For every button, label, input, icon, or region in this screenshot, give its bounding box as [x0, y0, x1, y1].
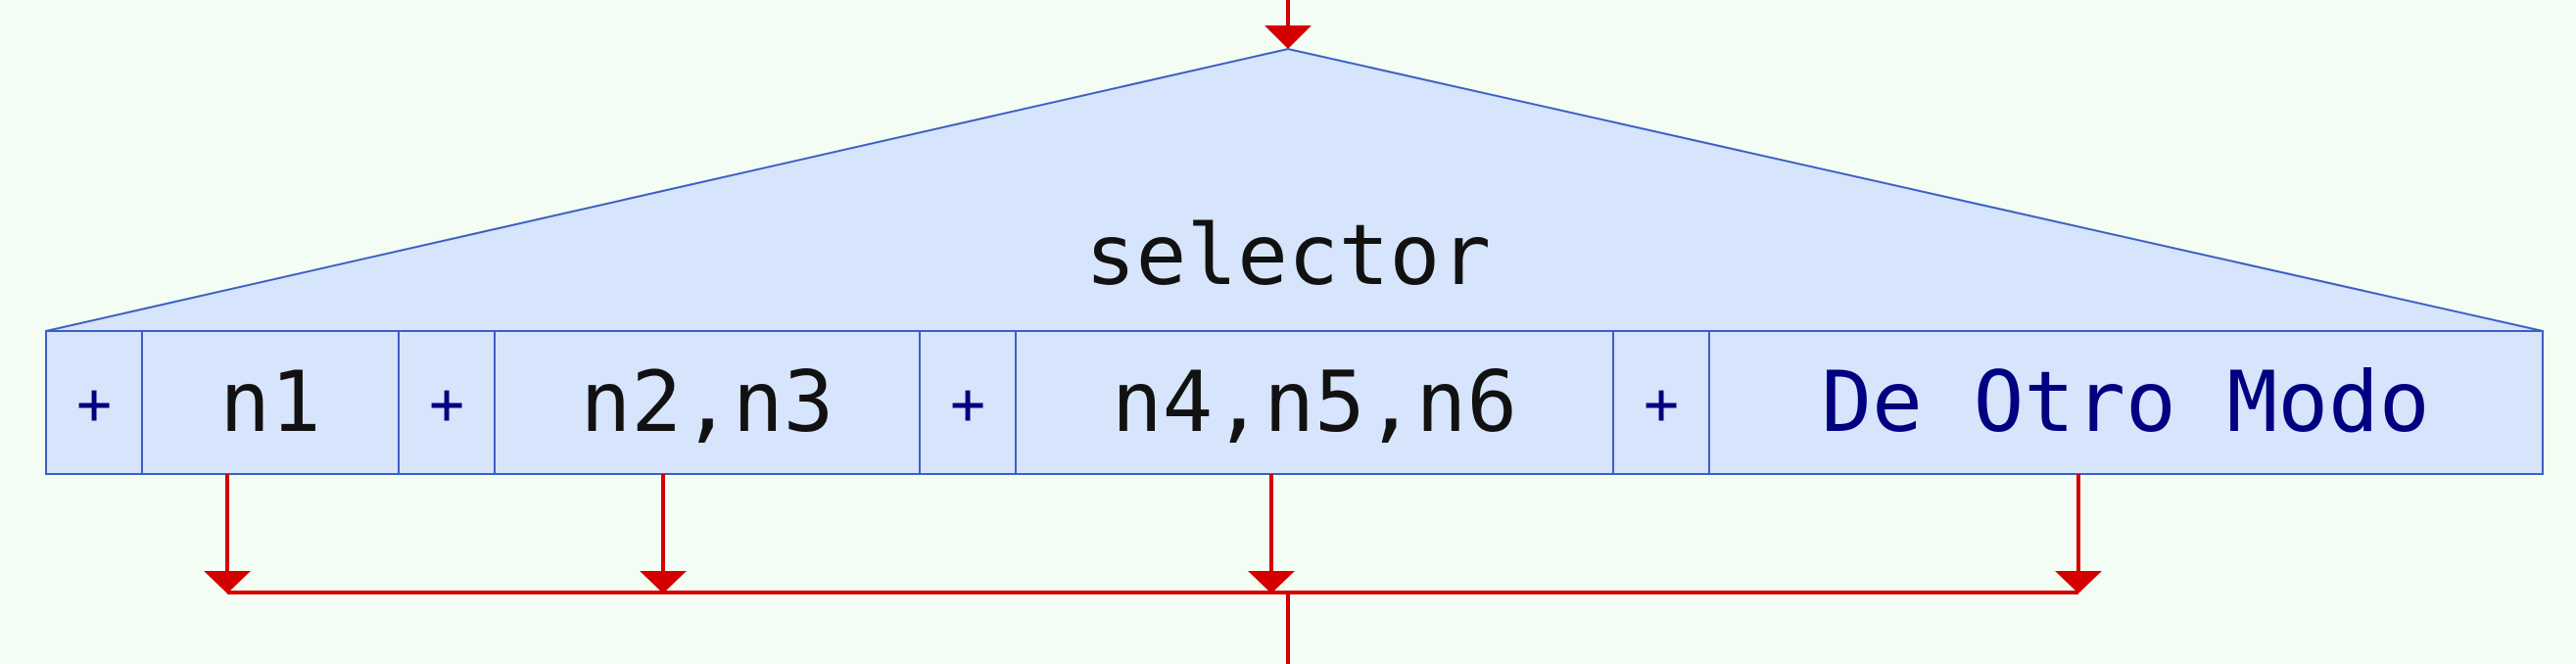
case-arrowheads: [204, 571, 2102, 593]
arrowhead: [1248, 571, 1295, 593]
case-label-default: De Otro Modo: [1821, 354, 2429, 451]
arrowhead: [2055, 571, 2102, 593]
incoming-arrowhead: [1264, 25, 1312, 49]
case-row: + n1 + n2,n3 + n4,n5,n6 + De Otro Modo: [45, 330, 2544, 475]
plus-icon[interactable]: +: [76, 370, 112, 439]
case-box: [141, 330, 400, 475]
case-box: [494, 330, 921, 475]
case-plus-box[interactable]: [398, 330, 496, 475]
plus-icon[interactable]: +: [950, 370, 985, 439]
case-label: n1: [219, 354, 321, 451]
case-flows: [225, 474, 2080, 664]
case-box-default: [1708, 330, 2544, 475]
plus-icon[interactable]: +: [1644, 370, 1679, 439]
case-label: n2,n3: [581, 354, 835, 451]
arrowhead: [204, 571, 251, 593]
case-box: [1015, 330, 1614, 475]
case-label: n4,n5,n6: [1112, 354, 1517, 451]
case-plus-box[interactable]: [45, 330, 143, 475]
selector-title: selector: [1085, 207, 1491, 305]
arrowhead: [640, 571, 687, 593]
case-plus-box[interactable]: [919, 330, 1017, 475]
plus-icon[interactable]: +: [429, 370, 464, 439]
